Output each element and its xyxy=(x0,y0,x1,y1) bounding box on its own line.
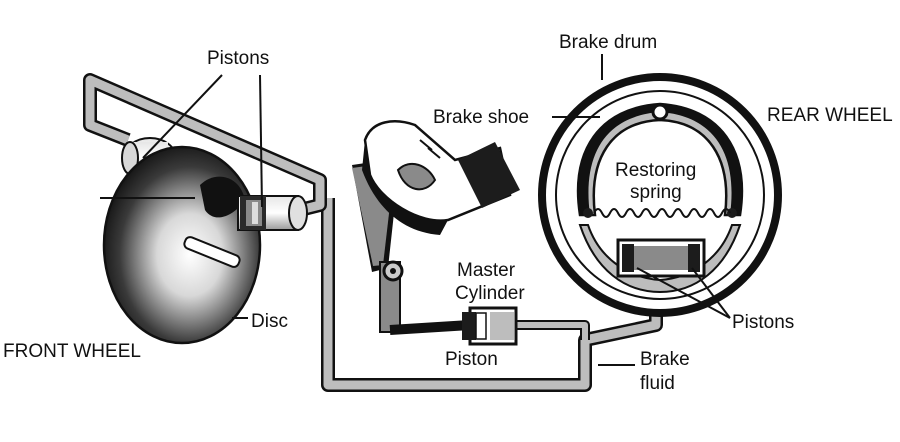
foot-shoe xyxy=(362,120,520,235)
rear-leader-lines xyxy=(552,54,731,366)
label-master-cylinder-line1: Master xyxy=(457,260,516,281)
front-caliper-front-cylinder xyxy=(237,195,308,231)
label-pistons-front: Pistons xyxy=(207,48,269,69)
label-restoring-spring-line1: Restoring xyxy=(615,160,696,181)
label-rear-wheel: REAR WHEEL xyxy=(767,105,893,126)
label-brake-fluid-line1: Brake xyxy=(640,349,690,370)
rear-wheel-cylinder xyxy=(616,238,706,278)
label-brake-drum: Brake drum xyxy=(559,32,657,53)
label-brake-fluid-line2: fluid xyxy=(640,373,675,394)
front-disc xyxy=(102,145,262,345)
restoring-spring xyxy=(593,208,731,218)
label-pistons-rear: Pistons xyxy=(732,312,794,333)
label-brake-shoe: Brake shoe xyxy=(433,107,529,128)
label-front-wheel: FRONT WHEEL xyxy=(3,341,141,362)
label-restoring-spring-line2: spring xyxy=(630,182,682,203)
master-cylinder xyxy=(462,306,518,346)
label-master-cylinder-line2: Cylinder xyxy=(455,283,525,304)
front-leader-lines xyxy=(100,74,263,319)
label-disc: Disc xyxy=(251,311,288,332)
label-piston: Piston xyxy=(445,349,498,370)
